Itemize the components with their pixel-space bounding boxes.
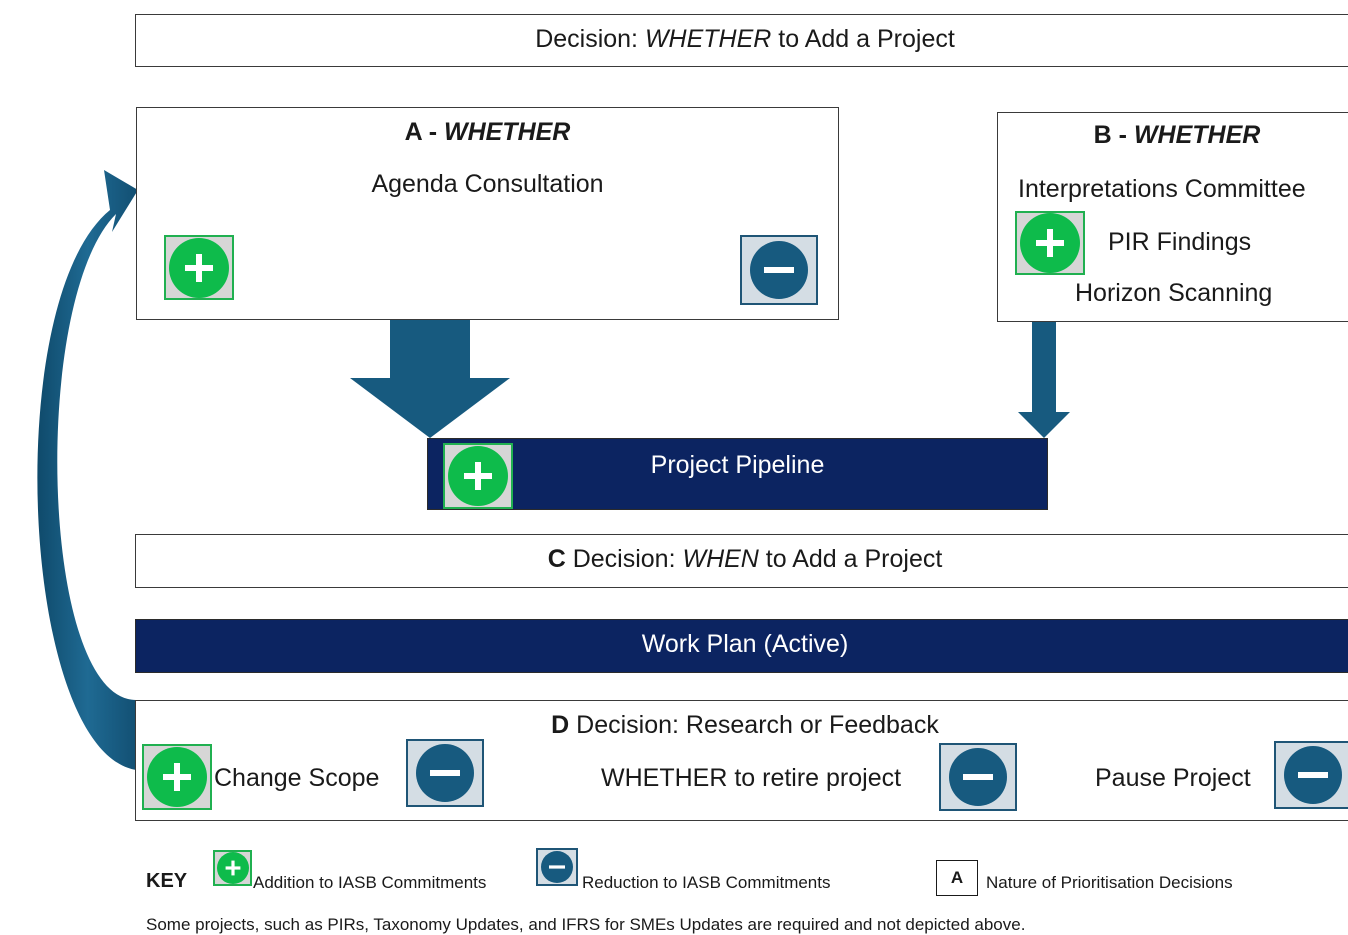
top-decision-text: Decision: WHETHER to Add a Project [535, 25, 955, 53]
box-b-line3: Horizon Scanning [1075, 279, 1273, 307]
minus-icon [939, 743, 1017, 811]
key-heading: KEY [146, 870, 188, 892]
minus-icon [1274, 741, 1348, 809]
box-b-title: B - WHETHER [1093, 121, 1261, 149]
box-a-line1: Agenda Consultation [371, 170, 604, 198]
box-b-line1: Interpretations Committee [1018, 175, 1306, 203]
key-reduction-label: Reduction to IASB Commitments [582, 873, 831, 892]
plus-icon [1015, 211, 1085, 275]
key-addition-label: Addition to IASB Commitments [253, 873, 487, 892]
work-plan-label: Work Plan (Active) [641, 630, 849, 658]
decision-c-text: C Decision: WHEN to Add a Project [547, 545, 943, 573]
change-scope-label: Change Scope [214, 764, 380, 792]
pipeline-label: Project Pipeline [650, 451, 825, 479]
minus-icon [740, 235, 818, 305]
footnote: Some projects, such as PIRs, Taxonomy Up… [146, 915, 1026, 934]
box-b-line2: PIR Findings [1108, 228, 1252, 256]
minus-icon [406, 739, 484, 807]
pause-label: Pause Project [1095, 764, 1251, 792]
top-decision-box: Decision: WHETHER to Add a Project [135, 14, 1348, 67]
decision-d-box: D Decision: Research or Feedback Change … [135, 700, 1348, 821]
plus-icon [213, 850, 252, 886]
retire-label: WHETHER to retire project [601, 764, 902, 792]
box-a-title: A - WHETHER [404, 118, 571, 146]
plus-icon [164, 235, 234, 300]
decision-c-box: C Decision: WHEN to Add a Project [135, 534, 1348, 588]
arrow-a-to-pipeline [350, 318, 510, 438]
key-letter-box: A [936, 860, 978, 896]
box-a: A - WHETHER Agenda Consultation [136, 107, 839, 320]
work-plan-bar: Work Plan (Active) [135, 619, 1348, 673]
plus-icon [443, 443, 513, 509]
project-pipeline: Project Pipeline [427, 438, 1048, 510]
plus-icon [142, 744, 212, 810]
arrow-b-to-pipeline [1018, 320, 1070, 438]
minus-icon [536, 848, 578, 886]
key-nature-label: Nature of Prioritisation Decisions [986, 873, 1233, 892]
decision-d-title: D Decision: Research or Feedback [551, 711, 939, 739]
box-b: B - WHETHER Interpretations Committee PI… [997, 112, 1348, 322]
arrow-feedback-loop [37, 170, 138, 770]
